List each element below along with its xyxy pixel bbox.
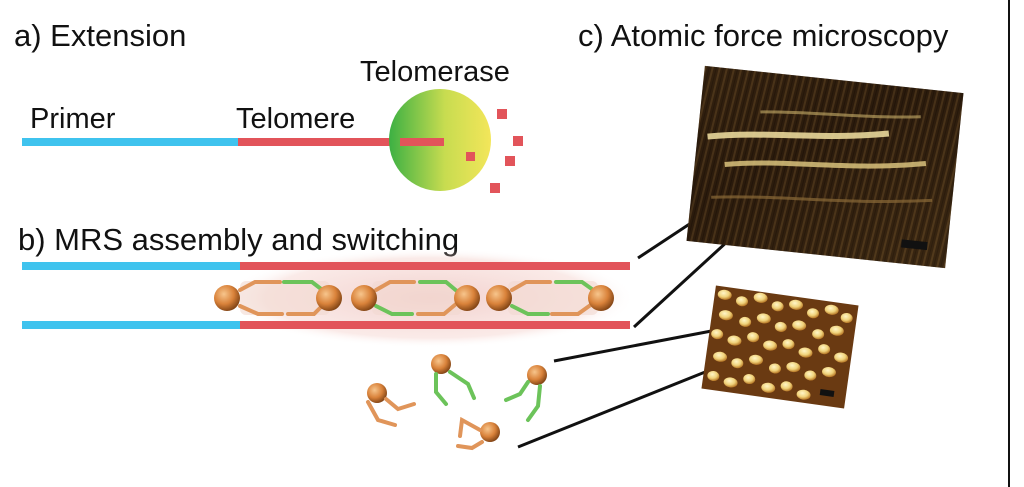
afm-image-fibers xyxy=(686,65,964,269)
linker-network xyxy=(238,280,598,316)
telomere-label: Telomere xyxy=(236,103,356,135)
panel-a-title: a) Extension xyxy=(14,18,187,53)
nucleotide-squares xyxy=(466,109,523,193)
free-nanoparticles xyxy=(366,354,547,451)
panel-a-extension xyxy=(22,89,523,193)
panel-b-mrs-assembly xyxy=(22,248,635,348)
nanoparticles-bound xyxy=(214,285,614,311)
afm-image-particles xyxy=(701,285,859,409)
panel-c-title: c) Atomic force microscopy xyxy=(578,18,949,53)
telomerase-label: Telomerase xyxy=(360,56,510,88)
primer-label: Primer xyxy=(30,103,116,135)
